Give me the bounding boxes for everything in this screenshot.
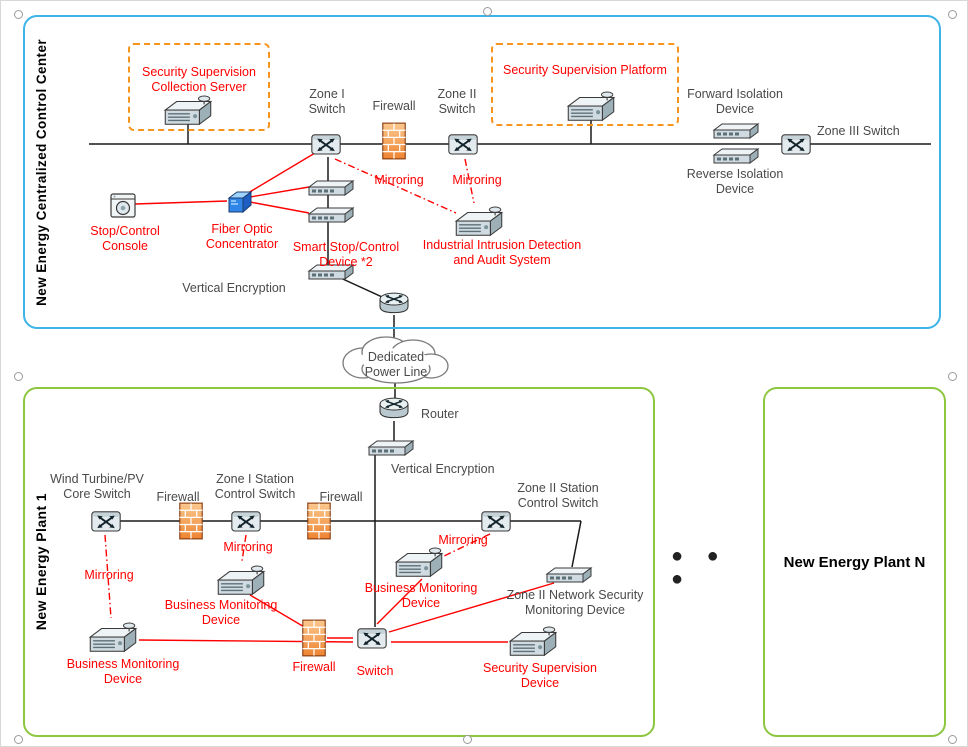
plant1-title: New Energy Plant 1 xyxy=(33,493,49,631)
control-center-title: New Energy Centralized Control Center xyxy=(33,38,49,306)
zone2-net-sec-monitor-label: Zone II Network Security Monitoring Devi… xyxy=(506,588,644,617)
fiber-concentrator-label: Fiber Optic Concentrator xyxy=(205,222,279,251)
zone1-switch-label: Zone I Switch xyxy=(308,87,346,116)
canvas-handle xyxy=(483,7,492,16)
red-connectors xyxy=(134,152,555,643)
firewall1-icon xyxy=(178,502,204,545)
mirroring-right-label: Mirroring xyxy=(452,173,502,187)
vertical-encryption-plant-icon xyxy=(367,438,415,463)
core-switch-icon xyxy=(89,506,123,541)
smart-stop-device-2-icon xyxy=(307,205,355,230)
zone3-switch-icon xyxy=(779,129,813,164)
reverse-isolation-label: Reverse Isolation Device xyxy=(686,167,784,196)
bottom-switch-icon xyxy=(355,623,389,658)
bmd-zone2-label: Business Monitoring Device xyxy=(364,581,478,610)
collection-server-dashed-box xyxy=(128,43,270,131)
canvas-handle xyxy=(463,735,472,744)
fiber-optic-concentrator-icon xyxy=(225,189,253,220)
firewall3-label: Firewall xyxy=(292,660,336,674)
forward-isolation-label: Forward Isolation Device xyxy=(687,87,783,116)
mirroring-zone1-label: Mirroring xyxy=(223,540,273,554)
bmd-zone1-label: Business Monitoring Device xyxy=(164,598,278,627)
router-label: Router xyxy=(421,407,459,421)
firewall3-icon xyxy=(301,619,327,662)
stop-console-label: Stop/Control Console xyxy=(90,224,160,253)
smart-stop-device-label: Smart Stop/Control Device *2 xyxy=(292,240,400,269)
zone2-switch-label: Zone II Switch xyxy=(437,87,477,116)
canvas-handle xyxy=(14,735,23,744)
zone3-switch-label: Zone III Switch xyxy=(817,124,900,138)
security-supervision-device-label: Security Supervision Device xyxy=(483,661,597,690)
collection-server-label: Security Supervision Collection Server xyxy=(142,65,256,94)
firewall-top-icon xyxy=(381,122,407,165)
firewall1-label: Firewall xyxy=(156,490,200,504)
plantN-box xyxy=(763,387,946,737)
router-top-icon xyxy=(375,289,413,322)
plant1-box xyxy=(23,387,655,737)
supervision-platform-server-icon xyxy=(564,89,618,130)
supervision-platform-dashed-box xyxy=(491,43,679,126)
vertical-encryption-top-label: Vertical Encryption xyxy=(182,281,286,295)
red-mirroring-connectors xyxy=(104,158,491,619)
bottom-switch-label: Switch xyxy=(356,664,394,678)
zone2-station-switch-label: Zone II Station Control Switch xyxy=(517,481,599,510)
core-switch-label: Wind Turbine/PV Core Switch xyxy=(50,472,144,501)
smart-stop-device-1-icon xyxy=(307,178,355,203)
more-plants-ellipsis: ● ● ● xyxy=(671,545,728,590)
canvas-handle xyxy=(948,372,957,381)
power-line-cloud xyxy=(342,336,449,384)
canvas-handle xyxy=(14,372,23,381)
firewall-top-label: Firewall xyxy=(372,99,416,113)
mirroring-left-label: Mirroring xyxy=(374,173,424,187)
zone2-net-sec-monitor-icon xyxy=(545,565,593,590)
bmd-core-icon xyxy=(86,620,140,661)
canvas-handle xyxy=(948,735,957,744)
zone2-switch-icon xyxy=(446,129,480,164)
collection-server-icon xyxy=(161,93,215,134)
zone1-switch-icon xyxy=(309,129,343,164)
mirroring-zone2-label: Mirroring xyxy=(438,533,488,547)
firewall2-label: Firewall xyxy=(319,490,363,504)
zone1-station-switch-icon xyxy=(229,506,263,541)
power-line-cloud-label: Dedicated Power Line xyxy=(364,350,428,379)
zone1-station-switch-label: Zone I Station Control Switch xyxy=(214,472,296,501)
plantN-title: New Energy Plant N xyxy=(783,553,926,571)
vertical-encryption-plant-label: Vertical Encryption xyxy=(391,462,495,476)
security-supervision-device-icon xyxy=(506,624,560,665)
bmd-zone2-icon xyxy=(392,545,446,586)
stop-control-console-icon xyxy=(109,192,137,224)
supervision-platform-label: Security Supervision Platform xyxy=(503,63,667,77)
router-bottom-icon xyxy=(375,394,413,427)
intrusion-detection-label: Industrial Intrusion Detection and Audit… xyxy=(422,238,582,267)
canvas-handle xyxy=(948,10,957,19)
firewall2-icon xyxy=(306,502,332,545)
bmd-core-label: Business Monitoring Device xyxy=(66,657,180,686)
canvas-handle xyxy=(14,10,23,19)
mirroring-core-label: Mirroring xyxy=(84,568,134,582)
control-center-box xyxy=(23,15,941,329)
forward-isolation-device-icon xyxy=(712,121,760,146)
